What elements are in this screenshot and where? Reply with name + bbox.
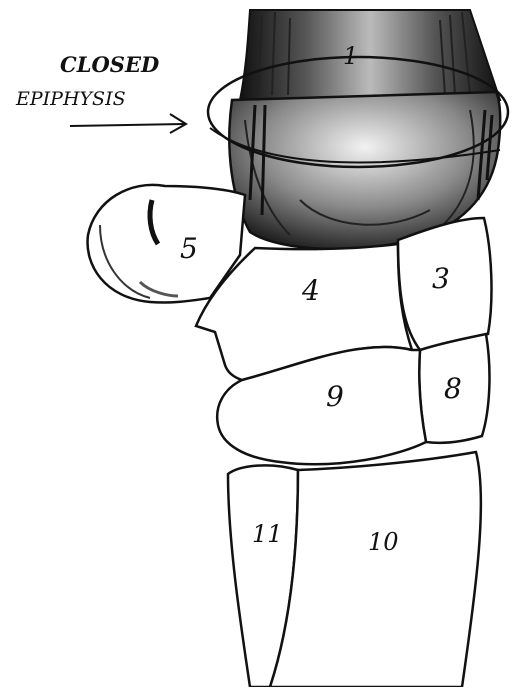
- label-bone-9: 9: [326, 380, 344, 413]
- label-bone-3: 3: [432, 262, 450, 295]
- label-bone-10: 10: [368, 528, 399, 556]
- bone-10: [270, 452, 481, 687]
- annotation-line1: CLOSED: [60, 52, 160, 77]
- bone-1-shaft: [240, 10, 500, 100]
- label-bone-1: 1: [343, 42, 358, 70]
- annotation-line2: EPIPHYSIS: [15, 88, 126, 110]
- label-bone-8: 8: [444, 372, 462, 405]
- epiphysis-arrow: [70, 114, 186, 133]
- label-bone-11: 11: [252, 520, 283, 548]
- label-bone-5: 5: [180, 232, 198, 265]
- label-bone-4: 4: [301, 274, 320, 307]
